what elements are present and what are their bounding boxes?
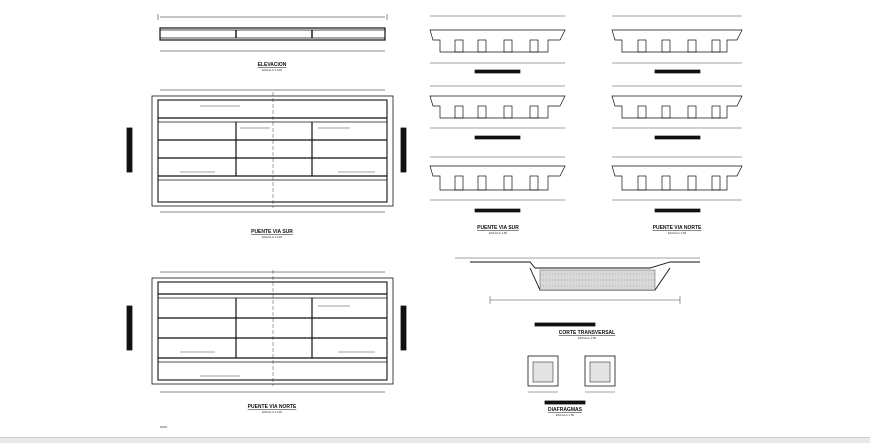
cross-sections-norte — [611, 15, 743, 213]
diafragmas-scale: ESCALA 1:50 — [556, 413, 575, 417]
sections-norte-title: PUENTE VIA NORTE — [653, 225, 702, 231]
transversal-scale: ESCALA 1:50 — [578, 336, 597, 340]
diafragmas-title: DIAFRAGMAS — [548, 407, 583, 413]
sheet-footer-strip — [0, 437, 870, 443]
elevation-title: ELEVACION — [258, 62, 287, 68]
bottom-note: NOTA: — [160, 425, 168, 429]
plan-norte-scale: ESCALA 1:100 — [262, 410, 282, 414]
sections-norte-scale: ESCALA 1:50 — [668, 231, 687, 235]
plan-sur-title: PUENTE VIA SUR — [251, 229, 293, 235]
sections-sur-title: PUENTE VIA SUR — [477, 225, 519, 231]
transversal-title: CORTE TRANSVERSAL — [559, 330, 615, 336]
sections-sur-scale: ESCALA 1:50 — [489, 231, 508, 235]
plan-norte-view — [126, 270, 407, 393]
transversal-section — [455, 257, 700, 327]
plan-sur-view — [126, 89, 407, 213]
plan-sur-scale: ESCALA 1:100 — [262, 235, 282, 239]
cross-sections-sur — [429, 15, 566, 213]
elevation-view — [157, 14, 388, 52]
plan-norte-title: PUENTE VIA NORTE — [248, 404, 297, 410]
diafragmas-view — [527, 355, 616, 405]
elevation-scale: ESCALA 1:100 — [262, 68, 282, 72]
